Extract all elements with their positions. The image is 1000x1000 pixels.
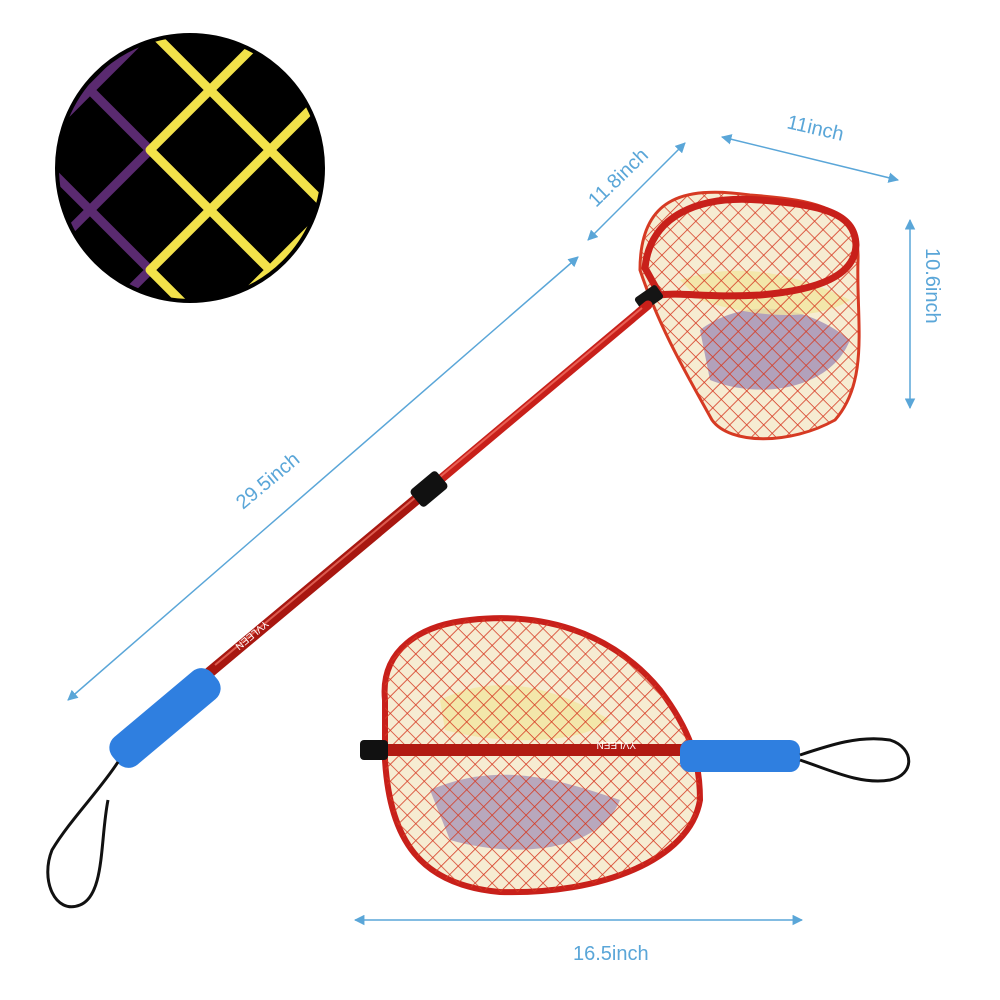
- brand-mark-text: YVLEEN: [233, 618, 270, 652]
- net-depth-label: 10.6inch: [921, 248, 943, 324]
- hoop-width-dimension-line: [720, 134, 900, 183]
- hoop-length-label: 11.8inch: [584, 144, 653, 211]
- folded-length-label: 16.5inch: [573, 943, 649, 965]
- folded-net: YVLEEN: [360, 615, 911, 896]
- mesh-closeup-inset: [55, 33, 325, 303]
- dimension-annotations: [67, 134, 916, 926]
- length-dimension-line: [67, 256, 579, 701]
- extended-net: [634, 190, 861, 441]
- hoop-length-dimension-line: [587, 142, 686, 241]
- hoop-width-label: 11inch: [785, 111, 846, 145]
- brand-mark-text-folded: YVLEEN: [597, 739, 636, 750]
